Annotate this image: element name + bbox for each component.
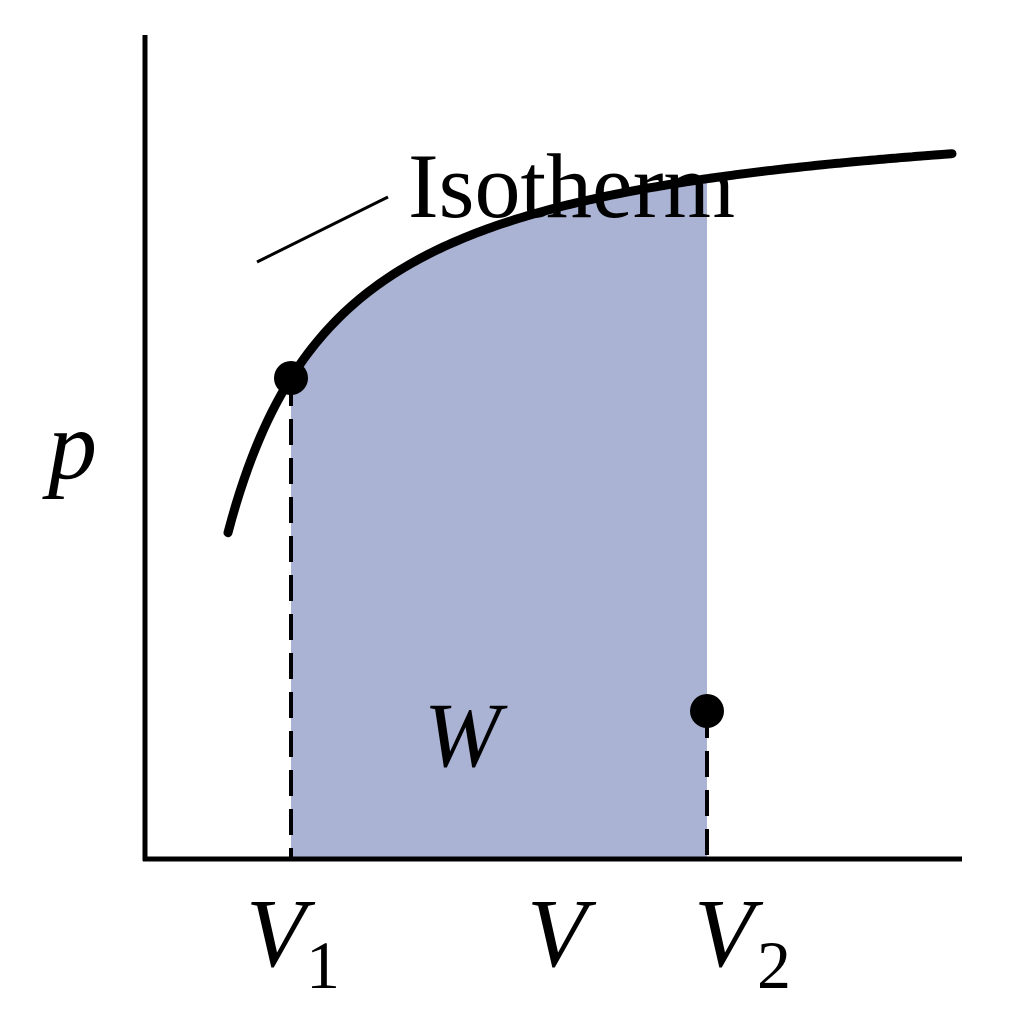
v2-symbol: V <box>694 880 764 988</box>
v2-label: V 2 <box>694 880 791 1003</box>
work-area <box>291 178 707 857</box>
isotherm-leader-line <box>256 195 389 264</box>
v1-label: V 1 <box>246 880 340 1003</box>
state-point-2 <box>690 694 724 728</box>
v1-symbol: V <box>246 880 316 988</box>
isotherm-curve <box>223 149 957 538</box>
v1-subscript: 1 <box>306 927 340 1003</box>
area-label: W <box>424 684 508 786</box>
isotherm-label: Isotherm <box>408 135 735 237</box>
state-point-1 <box>274 361 308 395</box>
x-axis-label: V <box>527 880 597 988</box>
v2-subscript: 2 <box>757 927 791 1003</box>
y-axis-label: p <box>42 392 97 500</box>
